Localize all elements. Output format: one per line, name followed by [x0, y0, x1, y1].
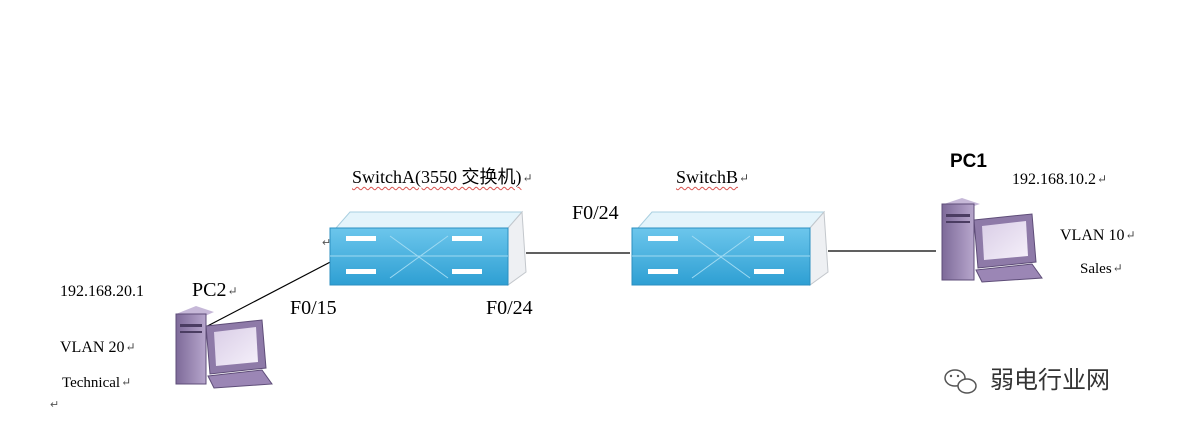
pc1-label: PC1 [950, 151, 987, 172]
pc2-label: PC2↵ [192, 279, 238, 301]
port-label-switch-b-trunk: F0/24 [572, 202, 619, 224]
switch-a-label: SwitchA(3550 交换机)↵ [352, 167, 533, 187]
wechat-logo-icon [944, 369, 977, 394]
switch-a-icon [329, 210, 527, 286]
pc1-vlan: VLAN 10↵ [1060, 227, 1136, 244]
pc2-vlan: VLAN 20↵ [60, 339, 136, 356]
switch-b-label: SwitchB↵ [676, 167, 750, 187]
pc1-department: Sales↵ [1080, 261, 1123, 277]
port-label-switch-a-pc2: F0/15 [290, 297, 337, 319]
stray-mark: ↵ [50, 399, 59, 411]
pc2-department: Technical↵ [62, 375, 132, 391]
port-label-switch-a-trunk: F0/24 [486, 297, 533, 319]
link-pc2-switch-a [195, 257, 339, 333]
stray-mark: ↵ [322, 237, 331, 249]
pc2-ip: 192.168.20.1 [60, 283, 144, 300]
pc1-computer-icon [941, 198, 1043, 283]
pc2-computer-icon [175, 306, 273, 389]
pc1-ip: 192.168.10.2↵ [1012, 171, 1108, 188]
watermark-text: 弱电行业网 [990, 366, 1110, 394]
switch-b-icon [631, 210, 829, 286]
